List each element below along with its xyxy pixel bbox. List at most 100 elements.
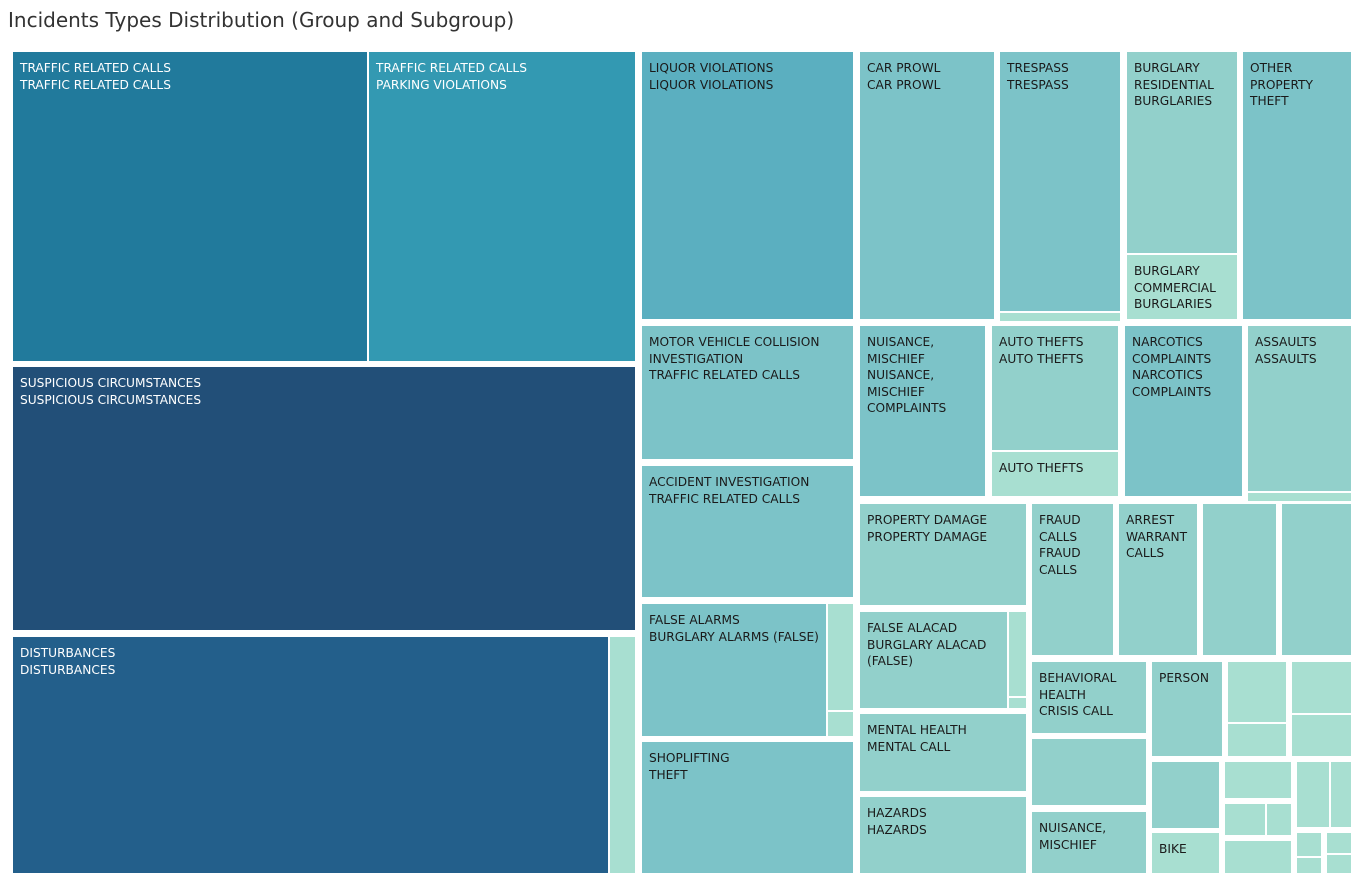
tile-label-line: MENTAL HEALTH: [867, 723, 967, 737]
tile-label-line: PROPERTY DAMAGE: [867, 513, 988, 527]
treemap-tile-unlabeled-13[interactable]: [1297, 762, 1329, 827]
tile-label-line: CALLS: [1039, 529, 1078, 544]
tile-label-line: FALSE ALARMS: [649, 613, 740, 627]
treemap-tile-mvc[interactable]: MOTOR VEHICLE COLLISION INVESTIGATION TRAF…: [642, 326, 853, 459]
tile-label-line: PROPERTY: [1250, 77, 1313, 92]
tile-label-line: NARCOTICS: [1132, 335, 1203, 349]
tile-label-line: MISCHIEF: [867, 384, 925, 399]
treemap-tile-person[interactable]: PERSON: [1152, 662, 1222, 756]
treemap-tile-unlabeled-12[interactable]: [1225, 841, 1291, 873]
tile-label-line: ASSAULTS: [1255, 335, 1317, 349]
treemap-tile-unlabeled-17[interactable]: [1327, 833, 1351, 853]
treemap-tile-mental-health[interactable]: MENTAL HEALTH MENTAL CALL: [860, 714, 1026, 791]
treemap-tile-false-alarms[interactable]: FALSE ALARMS BURGLARY ALARMS (FALSE): [642, 604, 826, 736]
treemap-tile-auto-thefts-2[interactable]: AUTO THEFTS: [992, 452, 1118, 496]
tile-label-line: CAR PROWL: [867, 61, 941, 75]
tile-label-line: NUISANCE,: [867, 335, 935, 349]
treemap-tile-unlabeled-15[interactable]: [1297, 833, 1321, 856]
treemap-tile-false-alarms-small-1[interactable]: [828, 604, 853, 710]
treemap-tile-unlabeled-18[interactable]: [1327, 855, 1351, 873]
tile-label-line: NARCOTICS: [1132, 368, 1203, 383]
tile-label-line: AUTO THEFTS: [999, 335, 1084, 349]
tile-label-line: MISCHIEF: [867, 351, 925, 366]
treemap-tile-unlabeled-16[interactable]: [1297, 858, 1321, 873]
tile-label-line: SUSPICIOUS CIRCUMSTANCES: [20, 392, 202, 407]
tile-label-line: CAR PROWL: [867, 77, 941, 92]
treemap-tile-unlabeled-8[interactable]: [1152, 762, 1219, 828]
treemap-tile-unlabeled-7[interactable]: [1032, 739, 1146, 805]
tile-label-line: HAZARDS: [867, 822, 927, 837]
tile-label-line: CALLS: [1039, 562, 1078, 577]
treemap-tile-trespass-small[interactable]: [1000, 313, 1120, 321]
treemap-tile-false-alacad-small-2[interactable]: [1009, 698, 1026, 708]
treemap-tile-unlabeled-1[interactable]: [1203, 504, 1276, 655]
treemap-tile-shoplifting[interactable]: SHOPLIFTING THEFT: [642, 742, 853, 873]
tile-label-line: MISCHIEF: [1039, 837, 1097, 852]
tile-label-line: BURGLARY: [1134, 61, 1200, 75]
treemap-tile-assaults-small[interactable]: [1248, 493, 1351, 501]
treemap-tile-false-alacad-small-1[interactable]: [1009, 612, 1026, 696]
tile-label-line: THEFT: [1250, 94, 1289, 109]
treemap-tile-hazards[interactable]: HAZARDS HAZARDS: [860, 797, 1026, 873]
tile-label-line: DISTURBANCES: [20, 662, 116, 677]
treemap-tile-car-prowl[interactable]: CAR PROWL CAR PROWL: [860, 52, 994, 319]
tile-label-line: PARKING VIOLATIONS: [376, 77, 507, 92]
tile-label-line: BURGLARY ALARMS (FALSE): [649, 629, 819, 644]
tile-label-line: ARREST: [1126, 513, 1175, 527]
tile-label-line: INVESTIGATION: [649, 351, 744, 366]
tile-label-line: BURGLARY: [1134, 264, 1200, 278]
tile-label-line: ACCIDENT INVESTIGATION: [649, 475, 810, 489]
treemap-tile-nuisance-mischief[interactable]: NUISANCE,MISCHIEF: [1032, 812, 1146, 873]
treemap-tile-unlabeled-9[interactable]: [1225, 762, 1291, 798]
tile-label-line: CRISIS CALL: [1039, 704, 1113, 719]
tile-label-line: PERSON: [1159, 671, 1209, 685]
treemap-tile-unlabeled-2[interactable]: [1282, 504, 1351, 655]
treemap-tile-disturbances-small[interactable]: [610, 637, 635, 873]
tile-label-line: MOTOR VEHICLE COLLISION: [649, 335, 820, 349]
tile-label-line: HAZARDS: [867, 806, 927, 820]
treemap-tile-bike[interactable]: BIKE: [1152, 833, 1219, 873]
treemap-tile-unlabeled-14[interactable]: [1331, 762, 1351, 827]
treemap-tile-disturbances[interactable]: DISTURBANCES DISTURBANCES: [13, 637, 608, 873]
tile-label-line: DISTURBANCES: [20, 646, 116, 660]
chart-title: Incidents Types Distribution (Group and …: [8, 8, 515, 32]
tile-label-line: TRAFFIC RELATED CALLS: [649, 491, 800, 506]
treemap-tile-unlabeled-11[interactable]: [1267, 804, 1291, 835]
tile-label-line: BURGLARIES: [1134, 94, 1213, 109]
treemap-tile-false-alarms-small-2[interactable]: [828, 712, 853, 736]
tile-label-line: TRESPASS: [1007, 77, 1069, 92]
tile-label-line: BIKE: [1159, 842, 1187, 856]
treemap-tile-unlabeled-3[interactable]: [1228, 662, 1286, 722]
tile-label-line: COMPLAINTS: [1132, 351, 1212, 366]
tile-label-line: SHOPLIFTING: [649, 751, 730, 765]
treemap-tile-unlabeled-4[interactable]: [1228, 724, 1286, 756]
tile-label-line: BURGLARY ALACAD: [867, 637, 987, 652]
tile-label-line: MENTAL CALL: [867, 739, 951, 754]
tile-label-line: THEFT: [649, 767, 688, 782]
treemap-tile-accident[interactable]: ACCIDENT INVESTIGATION TRAFFIC RELATED CA…: [642, 466, 853, 597]
treemap-tile-unlabeled-5[interactable]: [1292, 662, 1351, 713]
tile-label-line: COMPLAINTS: [1132, 384, 1212, 399]
tile-label-line: TRAFFIC RELATED CALLS: [649, 368, 800, 383]
treemap-tile-unlabeled-10[interactable]: [1225, 804, 1265, 835]
treemap-tile-unlabeled-6[interactable]: [1292, 715, 1351, 756]
tile-label-line: FRAUD: [1039, 546, 1081, 561]
